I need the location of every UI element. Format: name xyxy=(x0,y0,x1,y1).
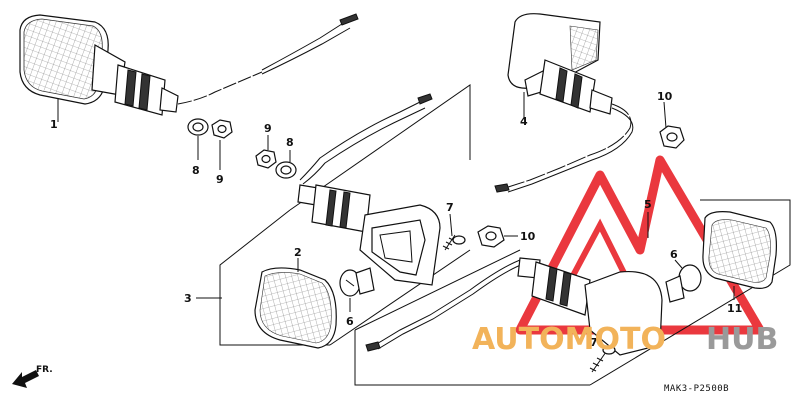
callout-6-left: 6 xyxy=(346,315,354,328)
watermark-text-part1: AUTOMOTO xyxy=(472,322,666,357)
callout-9-left: 9 xyxy=(216,173,224,186)
screw-7-left[interactable] xyxy=(442,234,466,251)
washer-8-center[interactable] xyxy=(275,161,297,179)
callout-8-center: 8 xyxy=(286,136,294,149)
bulb-6-right[interactable] xyxy=(665,264,702,303)
assembly-frame-left xyxy=(219,84,471,346)
assembly-frame-right xyxy=(354,199,791,386)
callout-3: 3 xyxy=(184,292,192,305)
bulb-6-left[interactable] xyxy=(339,267,375,297)
callout-11: 11 xyxy=(727,302,742,315)
watermark-text: AUTOMOTO HUB xyxy=(472,322,778,357)
nut-9-center[interactable] xyxy=(255,149,277,169)
arrow-icon xyxy=(12,370,39,388)
front-direction-indicator: FR. xyxy=(12,365,53,388)
watermark-text-part2: HUB xyxy=(706,322,778,357)
callout-7-left: 7 xyxy=(446,201,454,214)
turn-signal-front-left[interactable] xyxy=(19,13,359,116)
direction-label: FR. xyxy=(36,365,53,375)
turn-signal-rear-right[interactable] xyxy=(365,257,663,356)
nut-10-lower[interactable] xyxy=(477,225,505,248)
callout-8-left: 8 xyxy=(192,164,200,177)
lens-2-left[interactable] xyxy=(254,267,337,349)
callout-6-right: 6 xyxy=(670,248,678,261)
callout-2: 2 xyxy=(294,246,302,259)
drawing-code: MAK3-P2500B xyxy=(664,384,729,394)
callout-10-upper: 10 xyxy=(657,90,673,103)
callout-1: 1 xyxy=(50,118,58,131)
lens-11-right[interactable] xyxy=(702,211,777,289)
screw-7-right[interactable] xyxy=(589,345,616,373)
callout-labels: 1 8 9 9 8 2 3 6 7 4 10 10 5 6 11 7 xyxy=(50,90,742,349)
turn-signal-rear-left-body[interactable] xyxy=(297,93,441,286)
turn-signal-front-right[interactable] xyxy=(494,13,634,193)
callout-4: 4 xyxy=(520,115,528,128)
callout-7-right: 7 xyxy=(590,336,598,349)
washer-8-left[interactable] xyxy=(187,118,209,136)
callout-9-center: 9 xyxy=(264,122,272,135)
nut-9-left[interactable] xyxy=(211,119,233,139)
leader-lines xyxy=(57,92,735,312)
nut-10-upper[interactable] xyxy=(659,125,685,149)
callout-10-lower: 10 xyxy=(520,230,536,243)
callout-5: 5 xyxy=(644,198,652,211)
